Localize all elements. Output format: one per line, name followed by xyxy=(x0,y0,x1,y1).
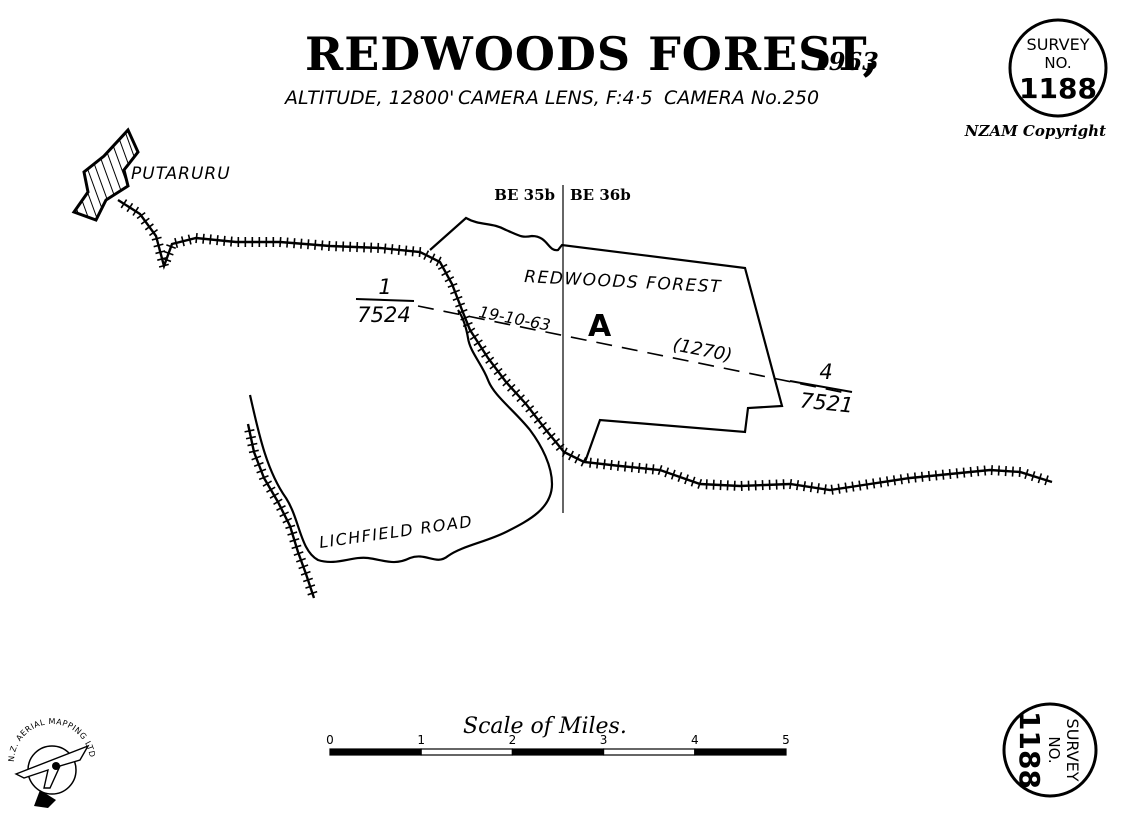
lichfield-road xyxy=(248,309,554,564)
survey-badge-bottom-line2: NO. xyxy=(1045,736,1063,763)
sheet-right-label: BE 36b xyxy=(570,186,631,204)
end-run-fraction: 4 7521 xyxy=(789,360,855,418)
scale-tick-label: 1 xyxy=(417,733,425,747)
survey-badge-top: SURVEY NO. 1188 xyxy=(1008,18,1108,118)
scale-tick-label: 4 xyxy=(691,733,699,747)
town-label: PUTARURU xyxy=(131,164,231,184)
end-run-number: 4 xyxy=(819,360,832,384)
scale-segment xyxy=(420,748,514,756)
survey-badge-line1: SURVEY xyxy=(1027,35,1090,54)
scale-reference: (1270) xyxy=(671,334,734,366)
forest-boundary xyxy=(429,216,784,463)
survey-badge-bottom-number: 1188 xyxy=(1013,711,1046,789)
survey-badge-line2: NO. xyxy=(1044,54,1071,72)
scale-title: Scale of Miles. xyxy=(463,714,627,739)
nz-aerial-mapping-logo: N.Z. AERIAL MAPPING LTD xyxy=(7,717,96,808)
survey-badge-bottom-line1: SURVEY xyxy=(1063,719,1082,782)
scale-segment xyxy=(329,748,422,756)
scale-tick-label: 2 xyxy=(509,733,517,747)
start-run-number: 1 xyxy=(378,275,391,299)
subtitle-altitude: ALTITUDE, 12800' xyxy=(283,87,454,109)
scale-tick-label: 5 xyxy=(782,733,790,747)
scale-segment xyxy=(602,748,696,756)
sheet-left-label: BE 35b xyxy=(494,186,555,204)
survey-badge-bottom: SURVEY NO. 1188 xyxy=(1002,702,1098,798)
road-label: LICHFIELD ROAD xyxy=(318,512,474,552)
end-run-frame: 7521 xyxy=(799,388,855,417)
flight-run-line xyxy=(417,305,847,394)
railway-branch xyxy=(244,423,318,599)
subtitle-camera: CAMERA No.250 xyxy=(664,87,819,109)
scale-segment xyxy=(511,748,605,756)
scale-tick-label: 0 xyxy=(326,733,334,747)
area-name-label: REDWOODS FOREST xyxy=(524,267,723,297)
scale-tick-label: 3 xyxy=(600,733,608,747)
start-run-fraction: 1 7524 xyxy=(355,275,415,327)
flight-date: 19-10-63 xyxy=(477,302,552,335)
map-title: REDWOODS FOREST, xyxy=(305,27,880,81)
putaruru-town xyxy=(71,127,140,222)
copyright-text: NZAM Copyright xyxy=(964,122,1106,140)
map-year: 1963 xyxy=(812,47,879,76)
survey-badge-number: 1188 xyxy=(1019,72,1097,105)
scale-segment xyxy=(694,748,787,756)
start-run-frame: 7524 xyxy=(357,303,410,327)
scale-bar: 0 1 2 3 4 5 xyxy=(326,733,790,756)
railway-main xyxy=(117,198,1053,495)
subtitle-lens: CAMERA LENS, F:4·5 xyxy=(458,87,653,109)
railway-lines xyxy=(117,198,1053,599)
block-letter: A xyxy=(588,309,612,344)
logo-aircraft-icon xyxy=(14,744,90,789)
